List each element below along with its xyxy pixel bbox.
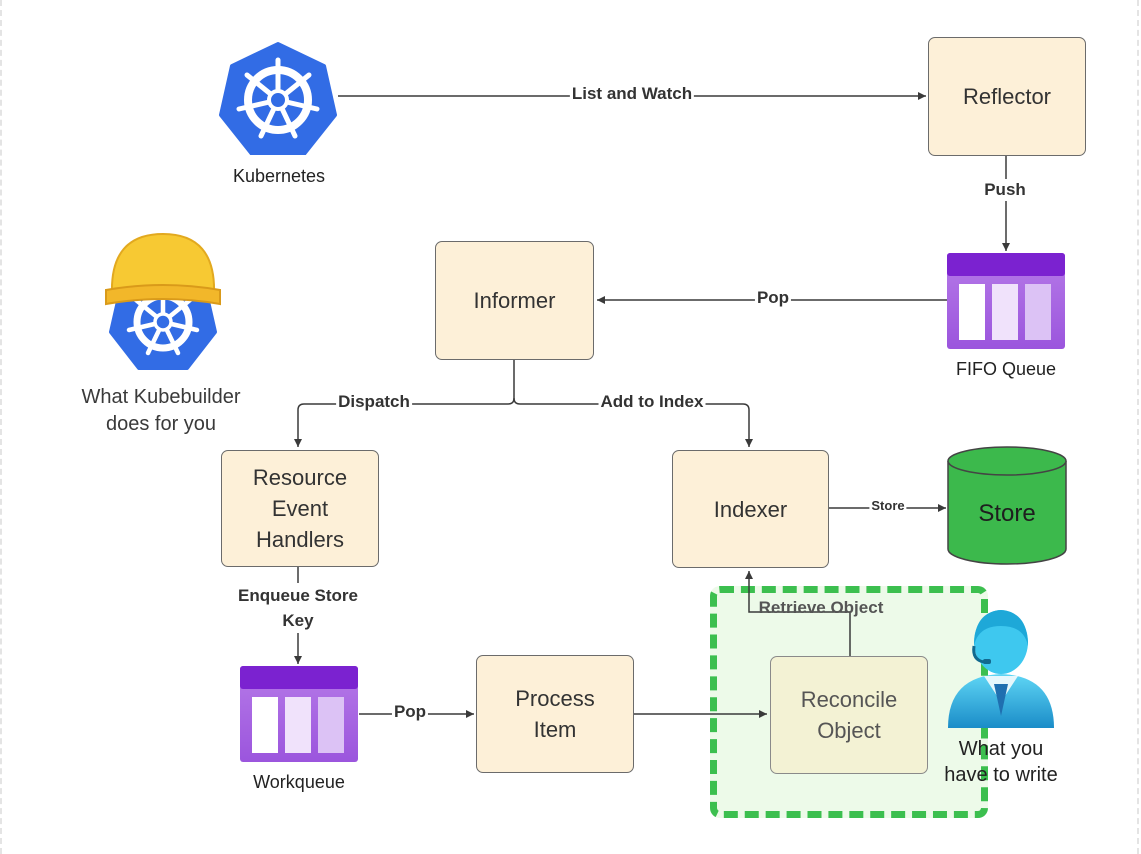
reconcile-object-label: Reconcile Object [800, 687, 898, 743]
store-label: Store [978, 500, 1036, 527]
kubernetes-helm-wheel-icon [219, 42, 337, 155]
user-icon [948, 610, 1054, 728]
fifo-queue-caption: FIFO Queue [955, 359, 1057, 379]
process-item-node: Process Item [476, 655, 634, 773]
database-cylinder-icon [947, 446, 1067, 565]
left-edge-dash [0, 0, 2, 854]
kubernetes-hardhat-icon [105, 232, 221, 370]
push-label: Push [982, 179, 1028, 201]
kubebuilder-caption: What Kubebuilder does for you [81, 386, 241, 435]
pop-workqueue-label: Pop [391, 701, 429, 723]
resource-event-handlers-label: Resource Event Handlers [252, 465, 348, 552]
retrieve-object-label: Retrieve Object [758, 598, 884, 617]
process-item-label: Process Item [515, 686, 595, 742]
informer-label: Informer [473, 288, 556, 313]
store-edge-label: Store [869, 498, 907, 514]
reflector-node: Reflector [928, 37, 1086, 156]
workqueue-icon [240, 666, 358, 762]
kubernetes-caption: Kubernetes [232, 166, 326, 186]
what-you-write-caption: What you have to write [944, 738, 1058, 786]
queue-icon [947, 253, 1065, 349]
resource-event-handlers-node: Resource Event Handlers [221, 450, 379, 567]
edge-add-to-index [513, 397, 753, 447]
informer-node: Informer [435, 241, 594, 360]
indexer-label: Indexer [713, 496, 788, 522]
reflector-label: Reflector [962, 84, 1052, 109]
indexer-node: Indexer [672, 450, 829, 568]
enqueue-store-key-label: Enqueue Store Key [236, 583, 360, 633]
add-to-index-label: Add to Index [598, 391, 706, 413]
list-and-watch-label: List and Watch [569, 83, 695, 105]
workqueue-caption: Workqueue [253, 772, 345, 792]
pop-fifo-label: Pop [754, 287, 792, 309]
dispatch-label: Dispatch [336, 391, 412, 413]
edge-retrieve-object [745, 571, 851, 656]
right-edge-dash [1137, 0, 1139, 854]
reconcile-object-node: Reconcile Object [770, 656, 928, 774]
